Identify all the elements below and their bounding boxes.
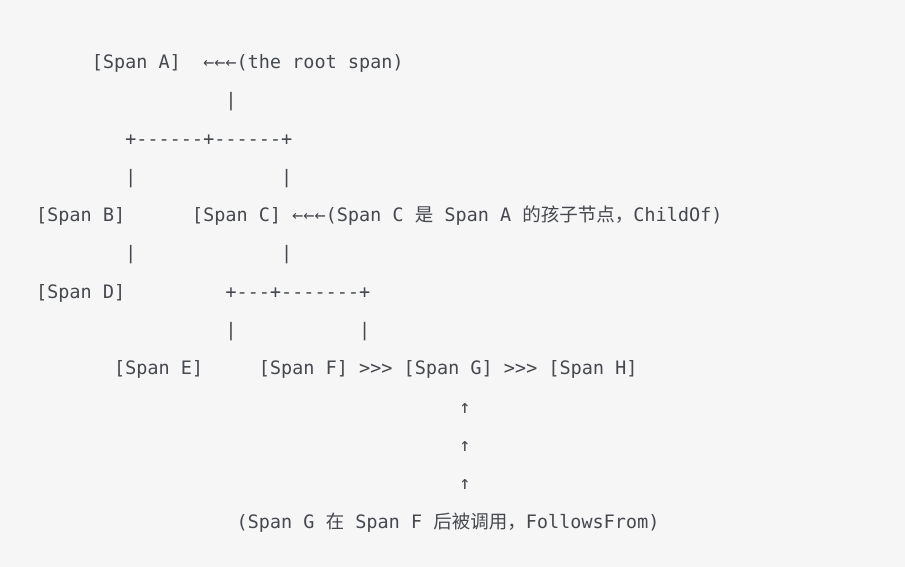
ascii-row-up-arrow-2: ↑ (36, 434, 471, 456)
ascii-row-up-arrow-1: ↑ (36, 396, 471, 418)
ascii-row-stems-bc: | | (36, 166, 293, 188)
ascii-row-span-e-f-g-h: [Span E] [Span F] >>> [Span G] >>> [Span… (36, 358, 638, 380)
ascii-row-stems-ef: | | (36, 320, 371, 342)
span-tree-ascii-art: [Span A] ←←←(the root span) | +------+--… (36, 44, 722, 542)
ascii-row-span-b-c: [Span B] [Span C] ←←←(Span C 是 Span A 的孩… (36, 205, 723, 227)
ascii-row-span-a: [Span A] ←←←(the root span) (36, 52, 404, 73)
ascii-row-branch-top: +------+------+ (36, 128, 293, 150)
ascii-row-stems-dc: | | (36, 243, 293, 265)
ascii-row-up-arrow-3: ↑ (36, 473, 471, 495)
ascii-row-span-d-branch: [Span D] +---+-------+ (36, 281, 371, 303)
ascii-row-trunk-a: | (36, 90, 237, 112)
ascii-row-followsfrom-note: (Span G 在 Span F 后被调用，FollowsFrom) (36, 511, 660, 533)
